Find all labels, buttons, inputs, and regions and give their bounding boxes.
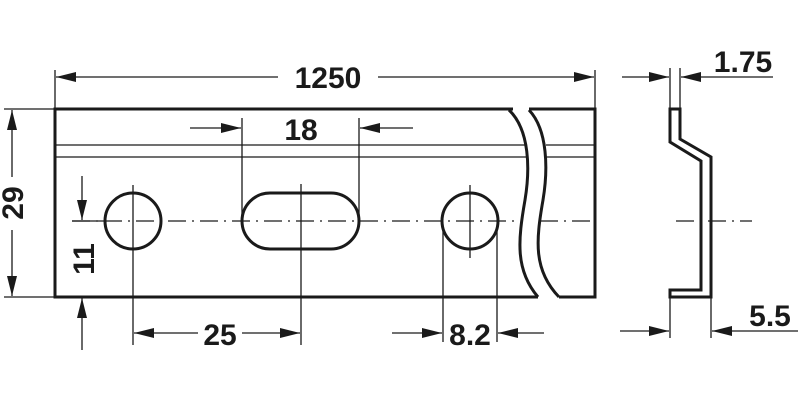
profile-outline (668, 107, 713, 299)
side-view (668, 107, 752, 299)
dimension-profile-depth: 5.5 (620, 297, 798, 338)
material-thickness-label: 1.75 (714, 46, 772, 79)
dimension-height: 29 (0, 108, 55, 298)
slot-length-label: 18 (284, 114, 317, 147)
dimension-slot-length: 18 (190, 114, 413, 221)
overall-length-label: 1250 (295, 62, 362, 95)
rail-outline-left (53, 107, 538, 299)
hole-diameter-label: 8.2 (449, 319, 491, 352)
break-line-1 (507, 108, 540, 298)
rail-outline-right (529, 107, 597, 299)
front-view (53, 107, 597, 345)
dimension-material-thickness: 1.75 (622, 46, 773, 109)
dimension-hole-center-height: 11 (68, 176, 105, 350)
break-line-2 (527, 108, 561, 299)
dimension-hole-diameter: 8.2 (392, 228, 544, 352)
dimension-overall-length: 1250 (54, 62, 596, 109)
hole-spacing-label: 25 (203, 319, 236, 352)
height-label: 29 (0, 186, 30, 219)
hole-center-height-label: 11 (68, 243, 101, 275)
dimension-hole-spacing: 25 (134, 319, 300, 352)
profile-depth-label: 5.5 (749, 300, 791, 333)
